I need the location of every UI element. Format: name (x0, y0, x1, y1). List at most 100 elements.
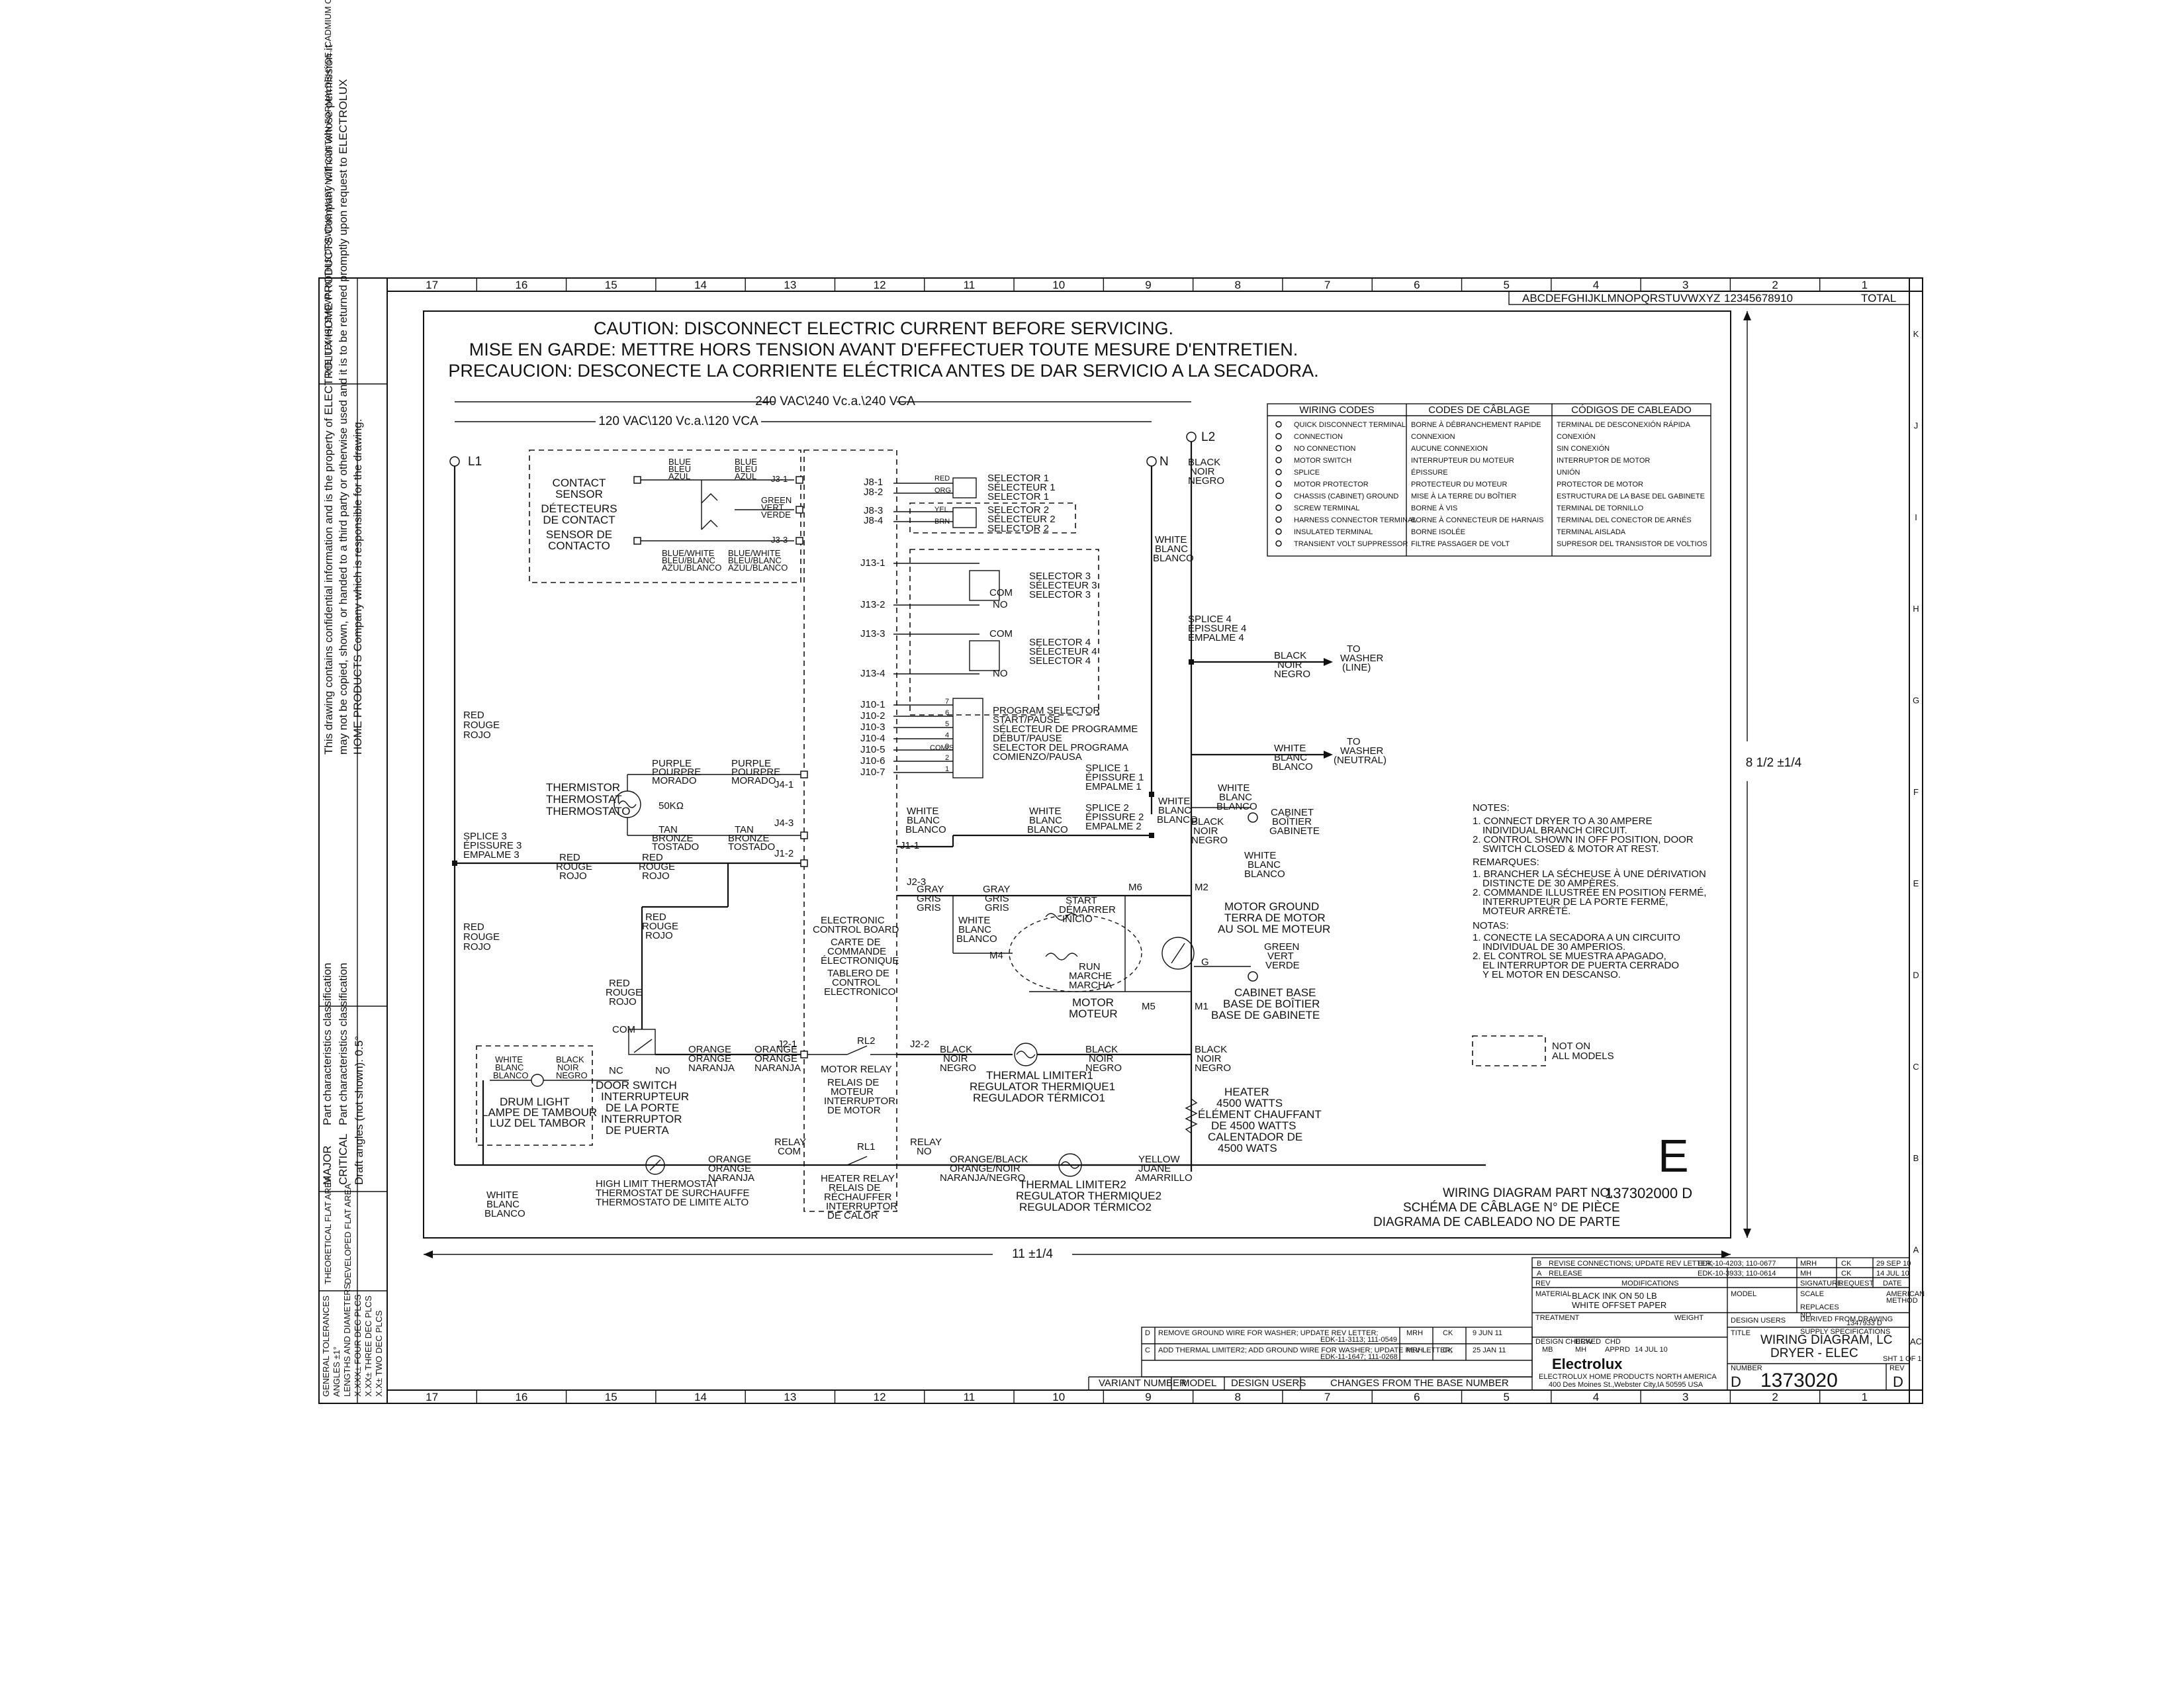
svg-text:SELECTOR 2: SELECTOR 2 (987, 504, 1049, 516)
svg-text:DÉTECTEURS: DÉTECTEURS (541, 502, 617, 515)
svg-text:BLACK INK ON 50 LB: BLACK INK ON 50 LB (1572, 1291, 1657, 1301)
door-switch (628, 1029, 656, 1055)
lengths-tol: LENGTHS AND DIAMETERS (342, 1283, 352, 1397)
svg-text:25 JAN 11: 25 JAN 11 (1473, 1346, 1506, 1354)
j4-3-label: J4-3 (774, 818, 794, 829)
svg-text:WHITE: WHITE (1274, 743, 1306, 754)
legend-en: SPLICE (1294, 469, 1320, 477)
svg-text:J13-1: J13-1 (860, 557, 886, 569)
orange-label-1: ORANGE ORANGE NARANJA ORANGE ORANGE NARA… (688, 1044, 801, 1074)
relay-no-label: RELAY NO (910, 1137, 942, 1157)
svg-text:BLANCO: BLANCO (484, 1208, 525, 1219)
right-zone: B (1913, 1153, 1919, 1163)
svg-text:YELLOW: YELLOW (1138, 1154, 1180, 1165)
svg-text:WHITE: WHITE (1218, 782, 1250, 794)
svg-text:ROUGE: ROUGE (642, 921, 678, 932)
svg-text:BLUE: BLUE (668, 457, 691, 467)
svg-text:VERDE: VERDE (1265, 960, 1300, 971)
legend-en: HARNESS CONNECTOR TERMINAL (1294, 516, 1416, 524)
svg-text:TREATMENT: TREATMENT (1535, 1314, 1580, 1322)
svg-text:NOIR: NOIR (1089, 1053, 1114, 1064)
svg-text:INTERRUPTEUR DE LA PORTE FERMÉ: INTERRUPTEUR DE LA PORTE FERMÉ, (1482, 896, 1668, 908)
selector3-label: SELECTOR 3 SÉLECTEUR 3 SELECTOR 3 (1029, 571, 1097, 600)
thermistor-label: THERMISTOR THERMOSTAT THERMOSTATO (546, 781, 631, 818)
drum-white-label: WHITE BLANC BLANCO (493, 1055, 528, 1080)
gray-label: GRAY GRIS GRIS GRAY GRIS GRIS (917, 884, 1010, 914)
bottom-zone: 4 (1593, 1391, 1599, 1403)
svg-text:VERT: VERT (761, 502, 784, 512)
svg-text:REV: REV (1889, 1364, 1905, 1372)
svg-text:EDK-11-3113; 111-0549: EDK-11-3113; 111-0549 (1320, 1336, 1397, 1344)
bottom-zone: 16 (515, 1391, 527, 1403)
part-char-1: Part characteristics classification (321, 962, 334, 1125)
wiring-codes-legend: WIRING CODES CODES DE CÂBLAGE CÓDIGOS DE… (1267, 403, 1711, 557)
svg-text:SPLICE 3: SPLICE 3 (463, 831, 507, 842)
svg-text:WHITE: WHITE (1244, 850, 1276, 861)
svg-text:START: START (1066, 895, 1097, 906)
svg-text:WHITE: WHITE (486, 1190, 518, 1201)
svg-text:SELECTOR DEL PROGRAMA: SELECTOR DEL PROGRAMA (993, 742, 1128, 753)
j4-1-label: J4-1 (774, 779, 794, 790)
svg-text:EMPALME 4: EMPALME 4 (1188, 632, 1244, 643)
drum-black-label: BLACK NOIR NEGRO (556, 1055, 588, 1080)
title-block: B REVISE CONNECTIONS; UPDATE REV LETTER;… (1531, 1257, 1925, 1391)
black-label-heater: BLACK NOIR NEGRO (1195, 1044, 1231, 1074)
legend-en: SCREW TERMINAL (1294, 504, 1359, 512)
motor-ground-label: MOTOR GROUND TERRA DE MOTOR AU SOL ME MO… (1218, 900, 1330, 935)
svg-text:MORADO: MORADO (652, 775, 697, 786)
part-char-2: Part characteristics classification (337, 962, 349, 1125)
svg-text:NOTES:: NOTES: (1473, 802, 1510, 814)
svg-text:A: A (1537, 1270, 1542, 1278)
svg-text:COMMANDE: COMMANDE (827, 946, 886, 957)
svg-text:TERRA DE MOTOR: TERRA DE MOTOR (1224, 912, 1326, 924)
legend-symbol-icon (1275, 445, 1282, 451)
svg-text:ROUGE: ROUGE (463, 931, 500, 943)
svg-text:HEATER: HEATER (1224, 1086, 1269, 1098)
sel4-com: COM (989, 628, 1013, 639)
j2-3-label: J2-3 (907, 876, 926, 888)
svg-text:BLACK: BLACK (940, 1044, 972, 1055)
svg-text:INICIO: INICIO (1062, 914, 1093, 925)
legend-es: UNIÓN (1557, 468, 1580, 477)
svg-text:NOIR: NOIR (557, 1062, 579, 1072)
black-label-l2: BLACK NOIR NEGRO BLACK NOIR NEGRO BLACK … (1188, 457, 1310, 846)
svg-text:RUN: RUN (1079, 961, 1101, 972)
svg-text:CONTROL BOARD: CONTROL BOARD (813, 924, 899, 935)
rl1-label: RL1 (857, 1141, 876, 1152)
svg-text:MOTEUR: MOTEUR (1069, 1008, 1118, 1020)
purple-label: PURPLE POURPRE MORADO PURPLE POURPRE MOR… (652, 758, 780, 786)
svg-text:NO: NO (917, 1146, 932, 1157)
white-label-neutral: WHITE BLANC BLANCO WHITE BLANC BLANCO WH… (1153, 534, 1313, 880)
j10-pin-number: 3 (945, 743, 949, 751)
svg-text:MRH: MRH (1406, 1329, 1423, 1337)
neutral-terminal (1146, 456, 1157, 467)
contact-sensor-label: CONTACT SENSOR DÉTECTEURS DE CONTACT SEN… (541, 477, 617, 552)
width-dimension: 11 ±1/4 (1012, 1247, 1053, 1261)
sensor-green-label: GREEN VERT VERDE (761, 495, 792, 520)
j3-1-label: J3-1 (771, 474, 788, 484)
j10-pin-label: J10-1 (860, 699, 886, 710)
svg-text:NOIR: NOIR (1190, 466, 1215, 477)
svg-text:MORADO: MORADO (731, 775, 776, 786)
svg-text:BASE DE GABINETE: BASE DE GABINETE (1211, 1009, 1320, 1021)
svg-text:1347933 D: 1347933 D (1846, 1319, 1882, 1327)
svg-text:THERMOSTATO: THERMOSTATO (546, 805, 631, 818)
white-label-j1: WHITE BLANC BLANCO WHITE BLANC BLANCO (905, 806, 1068, 835)
svg-text:NEGRO: NEGRO (1191, 835, 1228, 846)
l2-terminal (1186, 432, 1197, 442)
svg-text:INTERRUPTOR: INTERRUPTOR (601, 1113, 682, 1125)
legend-fr: ÉPISSURE (1411, 468, 1448, 477)
svg-text:MH: MH (1800, 1270, 1811, 1278)
svg-text:MOTOR: MOTOR (1072, 996, 1114, 1009)
svg-text:PROGRAM SELECTOR: PROGRAM SELECTOR (993, 705, 1100, 716)
svg-text:SENSOR DE: SENSOR DE (546, 528, 612, 541)
bottom-zone: 13 (784, 1391, 796, 1403)
electronic-control-board (803, 449, 897, 1212)
contact-sensor-box (529, 449, 801, 583)
svg-text:REGULATOR THERMIQUE2: REGULATOR THERMIQUE2 (1016, 1190, 1161, 1202)
legend-es: PROTECTOR DE MOTOR (1557, 481, 1643, 489)
svg-text:ÉPISSURE 1: ÉPISSURE 1 (1085, 772, 1144, 783)
theoretical-flat: THEORETICAL FLAT AREA (323, 1176, 333, 1284)
svg-text:J8-2: J8-2 (864, 487, 883, 498)
